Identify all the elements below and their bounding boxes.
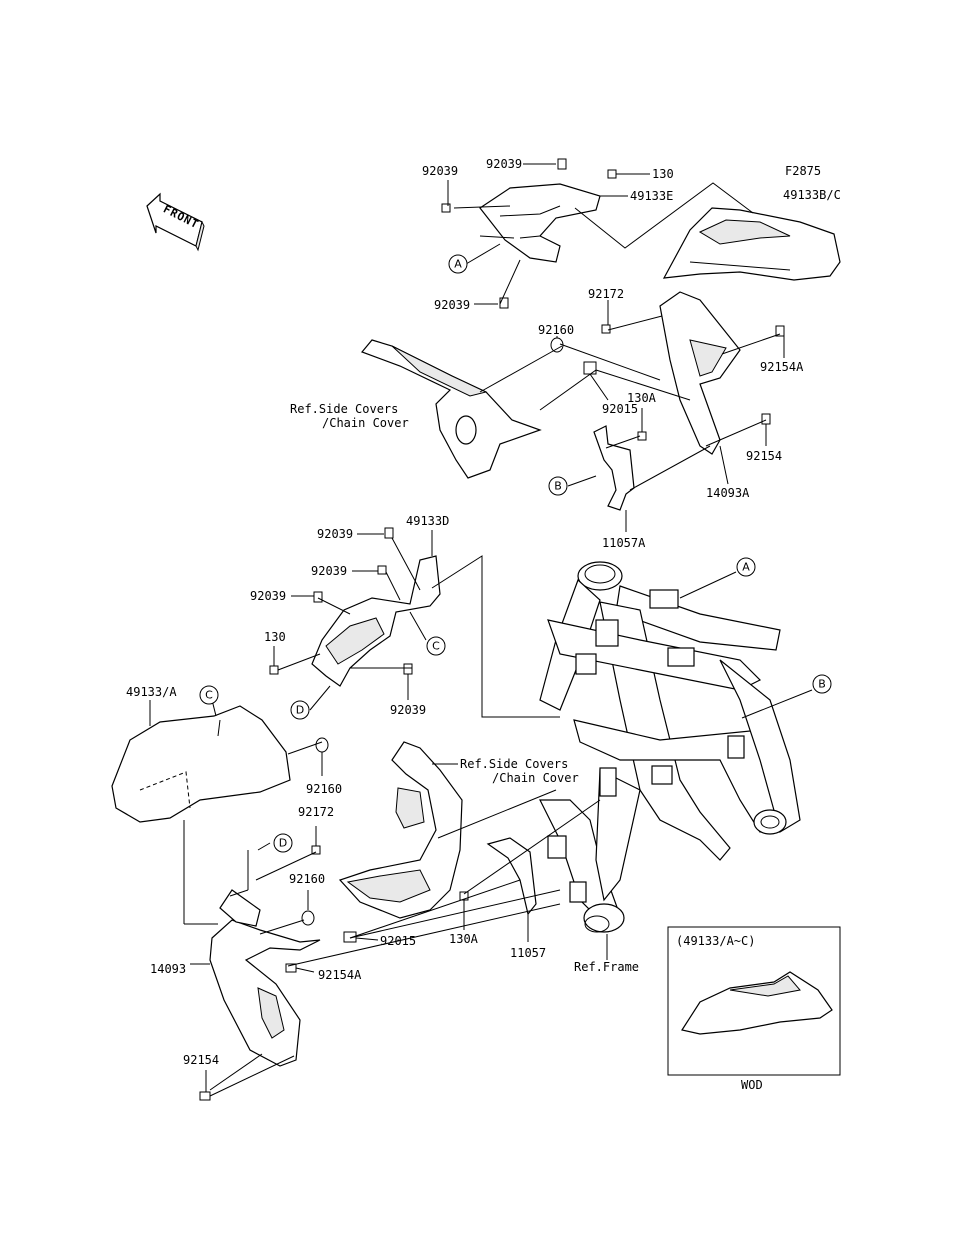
label-92039-e: 92039 [311,564,347,578]
bolt-92039-mid-top [499,297,509,309]
frame [539,561,801,933]
collar-92160-low [301,910,315,926]
label-49133a: 49133/A [126,685,177,699]
svg-text:D: D [279,837,287,850]
front-direction-arrow: FRONT [146,192,205,252]
label-11057: 11057 [510,946,546,960]
side-cover-upper [360,339,542,479]
bolt-92039-top [557,158,567,170]
bolt-92154-low [199,1091,211,1101]
bolt-92172-top [601,324,611,334]
label-92039-d: 92039 [317,527,353,541]
label-92154-low: 92154 [183,1053,219,1067]
label-14093a: 14093A [706,486,750,500]
callout-b-frame: B [812,674,832,694]
label-92039-g: 92039 [390,703,426,717]
cowl-49133a [111,705,291,823]
svg-text:C: C [205,689,213,702]
ref-side-covers-top-line1: Ref.Side Covers [290,402,398,416]
label-92039-f: 92039 [250,589,286,603]
label-92015-top: 92015 [602,402,638,416]
callout-b-top: B [548,476,568,496]
bolt-92039-mid-2 [377,565,387,575]
bolt-92154a-top [775,325,785,337]
side-cover-mid [338,741,463,919]
bracket-49133d [311,555,441,687]
callout-d-low: D [273,833,293,853]
ref-side-covers-top-line2: /Chain Cover [322,416,409,430]
bolt-92039-mid-3 [313,591,323,603]
bolt-92039-mid-4 [403,663,413,675]
collar-92015-top [583,361,597,375]
svg-text:C: C [432,640,440,653]
diagram-code: F2875 [785,164,821,178]
bolt-92039-top-left [441,203,451,213]
bolt-92039-mid-1 [384,527,394,539]
callout-a-top: A [448,254,468,274]
callout-d-mid: D [290,700,310,720]
collar-92160-mid [315,737,329,753]
label-49133e: 49133E [630,189,673,203]
label-130-mid: 130 [264,630,286,644]
svg-text:D: D [296,704,304,717]
label-92160-top: 92160 [538,323,574,337]
svg-text:B: B [818,678,826,691]
bolt-92154-top [761,413,771,425]
callout-a-frame: A [736,557,756,577]
collar-92160-top [550,337,564,353]
label-49133d: 49133D [406,514,449,528]
label-11057a: 11057A [602,536,646,550]
label-49133bc: 49133B/C [783,188,841,202]
bracket-49133e [479,183,601,263]
inset-code: WOD [741,1078,763,1092]
svg-text:A: A [454,258,462,271]
cowl-49133bc [662,207,841,281]
svg-text:A: A [742,561,750,574]
label-130a-low: 130A [449,932,479,946]
label-92160-low: 92160 [289,872,325,886]
svg-text:B: B [554,480,562,493]
label-92039-a: 92039 [422,164,458,178]
label-92039-c: 92039 [434,298,470,312]
label-92154a-top: 92154A [760,360,804,374]
inset-box: (49133/A~C) WOD [667,926,841,1092]
bolt-130-top [607,169,617,179]
callout-c-mid: C [426,636,446,656]
label-92172-top: 92172 [588,287,624,301]
inset-title: (49133/A~C) [676,934,755,948]
label-92154a-low: 92154A [318,968,362,982]
label-92154-top: 92154 [746,449,782,463]
bolt-130-mid [269,665,279,675]
ref-side-covers-mid-line2: /Chain Cover [492,771,579,785]
label-130-top: 130 [652,167,674,181]
label-92015-low: 92015 [380,934,416,948]
ref-side-covers-mid-line1: Ref.Side Covers [460,757,568,771]
label-92160-mid: 92160 [306,782,342,796]
label-130a-top: 130A [627,391,657,405]
label-92172-mid: 92172 [298,805,334,819]
callout-c-low: C [199,685,219,705]
label-92039-b: 92039 [486,157,522,171]
stay-14093 [209,889,321,1067]
bracket-11057a [593,425,635,511]
ref-frame: Ref.Frame [574,960,639,974]
stay-14093a [659,291,741,455]
label-14093: 14093 [150,962,186,976]
